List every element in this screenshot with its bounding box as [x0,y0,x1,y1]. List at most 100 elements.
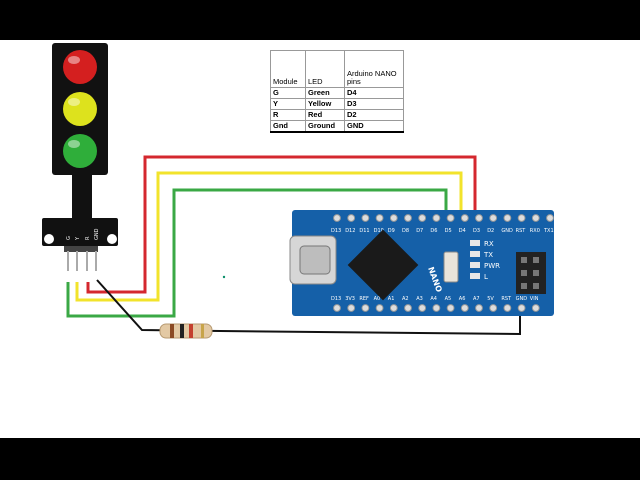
nano-top-pin [347,214,356,222]
nano-top-pin [503,214,512,222]
nano-bottom-pin [361,304,370,312]
nano-bottom-pin [375,304,384,312]
cell-module: G [270,87,306,99]
nano-top-pin-label: D12 [345,228,355,234]
nano-top-pin-label: RST [516,228,527,234]
nano-top-pin [404,214,412,222]
nano-top-pin [546,214,554,222]
nano-bottom-pin-label: A4 [430,296,437,302]
table-row: R Red D2 [270,108,404,121]
cell-pin: D4 [344,87,404,99]
cell-pin: D3 [344,97,404,110]
nano-top-pin-label: RX0 [530,228,540,234]
nano-bottom-pin-label: A5 [445,296,452,302]
nano-bottom-pin [531,304,540,312]
nano-top-pin [531,214,540,222]
nano-top-pin [418,214,427,222]
nano-top-pin [460,214,469,222]
nano-bottom-pin-label: VIN [530,296,539,302]
nano-bottom-pin [489,304,498,312]
cell-pin: GND [344,119,404,133]
module-pin-label: Y [75,236,81,241]
onboard-led-label: PWR [484,262,500,270]
nano-top-pin [475,214,483,222]
nano-top-pin [361,214,370,222]
nano-top-pin-label: D4 [459,228,466,234]
nano-bottom-pin-label: REF [359,296,369,302]
onboard-led-label: L [484,273,488,281]
nano-bottom-pin-label: A3 [416,296,423,302]
black-wire [96,279,521,336]
nano-bottom-pin-label: GND [516,296,528,302]
nano-bottom-pin-label: 3V3 [345,296,355,302]
header-led: LED [305,50,345,88]
nano-top-pin [489,214,498,222]
nano-top-pin [446,214,455,222]
nano-bottom-pin [517,304,526,312]
nano-bottom-pin-label: A1 [388,296,395,302]
nano-bottom-pin [503,304,512,312]
nano-top-pin-label: D10 [374,228,384,234]
nano-top-pin-label: TX1 [543,228,554,234]
nano-bottom-pin-label: A2 [402,296,409,302]
onboard-led [470,273,480,279]
green-led [63,134,97,168]
reset-button [443,251,459,283]
nano-bottom-pin-label: 5V [487,296,494,302]
red-led [63,50,97,84]
table-header-row: Module LED Arduino NANO pins [270,50,404,88]
module-pin-label: R [85,236,91,240]
nano-bottom-pin [475,304,483,312]
cell-module: Gnd [270,119,306,133]
stray-dot [222,275,226,279]
nano-top-pin [333,214,341,222]
nano-bottom-pin [333,304,341,312]
nano-bottom-pin-label: A6 [459,296,466,302]
nano-top-pin-label: D2 [487,228,494,234]
nano-bottom-pin [432,304,441,312]
table-row: Y Yellow D3 [270,97,404,110]
icsp-header [516,252,546,294]
cell-led: Ground [305,119,345,133]
onboard-led-label: RX [484,240,494,248]
nano-top-pin-label: D11 [359,228,369,234]
onboard-led-label: TX [483,251,493,259]
yellow-led [63,92,97,126]
header-module: Module [270,50,306,88]
nano-top-pin-label: D8 [402,228,409,234]
module-pin-label: GND [94,228,100,240]
cell-module: Y [270,97,306,110]
nano-top-pin-label: GND [501,228,513,234]
nano-top-pin-label: D6 [430,228,437,234]
cell-pin: D2 [344,108,404,121]
pin-mapping-table: Module LED Arduino NANO pins G Green D4 … [270,50,404,133]
nano-bottom-pin [404,304,412,312]
cell-led: Red [305,108,345,121]
module-pin-label: G [66,236,72,240]
nano-top-pin-label: D7 [416,228,423,234]
onboard-led [470,240,480,246]
nano-top-pin [389,214,398,222]
nano-bottom-pin [446,304,455,312]
header-arduino-pins: Arduino NANO pins [344,50,404,88]
onboard-led [470,262,480,268]
nano-bottom-pin-label: A0 [374,296,381,302]
nano-top-pin [432,214,441,222]
cell-led: Yellow [305,97,345,110]
nano-bottom-pin-label: A7 [473,296,480,302]
resistor [159,323,213,339]
nano-top-pin [517,214,526,222]
nano-bottom-pin [418,304,427,312]
nano-top-pin-label: D13 [331,228,341,234]
nano-top-pin-label: D3 [473,228,480,234]
nano-top-pin-label: D5 [445,228,452,234]
nano-bottom-pin-label: RST [501,296,512,302]
mcu-chip [347,229,419,301]
nano-bottom-pin [460,304,469,312]
table-row: G Green D4 [270,87,404,99]
onboard-led [470,251,480,257]
